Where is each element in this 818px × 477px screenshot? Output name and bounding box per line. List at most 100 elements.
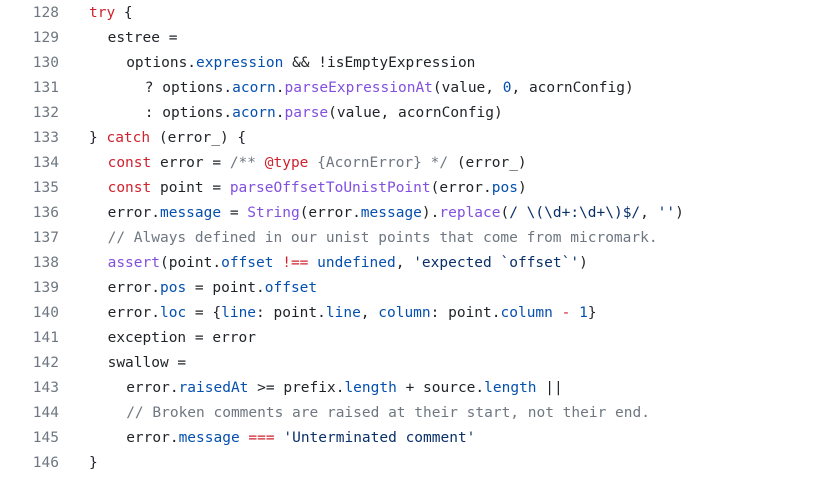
- code-token: column: [378, 305, 431, 321]
- code-token: ,: [395, 255, 414, 271]
- line-number: 136: [32, 205, 59, 221]
- code-line: 145 error.message === 'Unterminated comme…: [0, 426, 818, 451]
- line-number: 137: [32, 230, 59, 246]
- code-token: error.: [126, 380, 179, 396]
- code-token: @type: [264, 155, 309, 171]
- code-token: = point.: [186, 280, 265, 296]
- code-token: message: [178, 430, 240, 446]
- code-line: 132: options.acorn.parse(value, acornCon…: [0, 101, 818, 126]
- code-token: options.: [126, 55, 197, 71]
- code-token: ): [675, 205, 684, 221]
- code-token: error.: [107, 305, 160, 321]
- code-text: estree =: [108, 26, 178, 51]
- code-line: 136 error.message = String(error.message)…: [0, 201, 818, 226]
- code-token: acorn: [232, 80, 276, 96]
- code-token: pos: [491, 180, 518, 196]
- code-token: expression: [196, 55, 284, 71]
- code-token: offset: [264, 280, 318, 296]
- code-token: 1: [579, 305, 588, 321]
- code-token: error =: [151, 155, 230, 171]
- line-number: 139: [32, 280, 59, 296]
- code-token: {AcornError} */: [308, 155, 449, 171]
- code-token: catch: [106, 130, 151, 146]
- line-number: 142: [32, 355, 59, 371]
- code-line: 144 // Broken comments are raised at thei…: [0, 401, 818, 426]
- code-text: // Broken comments are raised at their s…: [126, 401, 650, 426]
- code-token: error.: [107, 280, 160, 296]
- code-token: ,: [640, 205, 658, 221]
- code-token: 'Unterminated comment': [283, 430, 476, 446]
- code-text: options.expression && !isEmptyExpression: [126, 51, 475, 76]
- code-token: (error_): [448, 155, 527, 171]
- code-token: : point.: [256, 305, 326, 321]
- code-token: String: [247, 205, 300, 221]
- code-text: exception = error: [108, 326, 256, 351]
- code-text: const point = parseOffsetToUnistPoint(er…: [108, 176, 527, 201]
- code-token: ===: [248, 430, 275, 446]
- code-token: {: [115, 5, 133, 21]
- code-text: error.pos = point.offset: [108, 276, 318, 301]
- line-number: 144: [32, 405, 59, 421]
- code-token: (error.: [430, 180, 492, 196]
- code-token: const: [107, 180, 152, 196]
- code-token: (error.: [299, 205, 361, 221]
- line-number: 128: [32, 5, 59, 21]
- line-number: 130: [32, 55, 59, 71]
- line-number: 141: [32, 330, 59, 346]
- code-token: /**: [229, 155, 265, 171]
- code-token: estree =: [107, 30, 178, 46]
- code-token: parse: [284, 105, 329, 121]
- code-text: } catch (error_) {: [89, 126, 246, 151]
- code-token: raisedAt: [178, 380, 249, 396]
- code-line: 129 estree =: [0, 26, 818, 51]
- code-line: 137 // Always defined in our unist points…: [0, 226, 818, 251]
- code-token: / \(\d+:\d+\)$/: [509, 205, 641, 221]
- code-text: error.message = String(error.message).re…: [108, 201, 684, 226]
- code-token: // Broken comments are raised at their s…: [126, 405, 650, 421]
- code-token: : point.: [430, 305, 501, 321]
- code-token: }: [587, 305, 597, 321]
- code-line: 142 swallow =: [0, 351, 818, 376]
- code-token: undefined: [317, 255, 396, 271]
- line-number: 135: [32, 180, 59, 196]
- code-line: 130 options.expression && !isEmptyExpress…: [0, 51, 818, 76]
- code-token: error.: [126, 430, 179, 446]
- line-number: 143: [32, 380, 59, 396]
- code-token: const: [107, 155, 152, 171]
- code-token: ,: [360, 305, 379, 321]
- code-token: 'expected `offset`': [413, 255, 580, 271]
- code-token: .: [275, 105, 285, 121]
- line-number: 132: [32, 105, 59, 121]
- code-token: ): [579, 255, 588, 271]
- code-token: + source.: [396, 380, 485, 396]
- code-token: length: [484, 380, 537, 396]
- code-token: ||: [536, 380, 563, 396]
- code-token: pos: [159, 280, 187, 296]
- code-line: 139 error.pos = point.offset: [0, 276, 818, 301]
- code-token: exception = error: [107, 330, 256, 346]
- code-token: 0: [502, 80, 512, 96]
- code-token: = {: [186, 305, 222, 321]
- code-token: // Always defined in our unist points th…: [107, 230, 658, 246]
- code-token: swallow =: [107, 355, 187, 371]
- line-number: 129: [32, 30, 59, 46]
- code-token: message: [360, 205, 422, 221]
- code-token: '': [657, 205, 676, 221]
- code-token: point =: [151, 180, 230, 196]
- code-text: swallow =: [108, 351, 187, 376]
- code-token: [308, 255, 317, 271]
- line-number: 145: [32, 430, 59, 446]
- code-token: [570, 305, 579, 321]
- code-token: .: [275, 80, 285, 96]
- code-token: ).: [421, 205, 440, 221]
- code-token: assert: [107, 255, 160, 271]
- code-token: (value,: [432, 80, 503, 96]
- code-token: ): [517, 180, 527, 196]
- code-token: offset: [221, 255, 274, 271]
